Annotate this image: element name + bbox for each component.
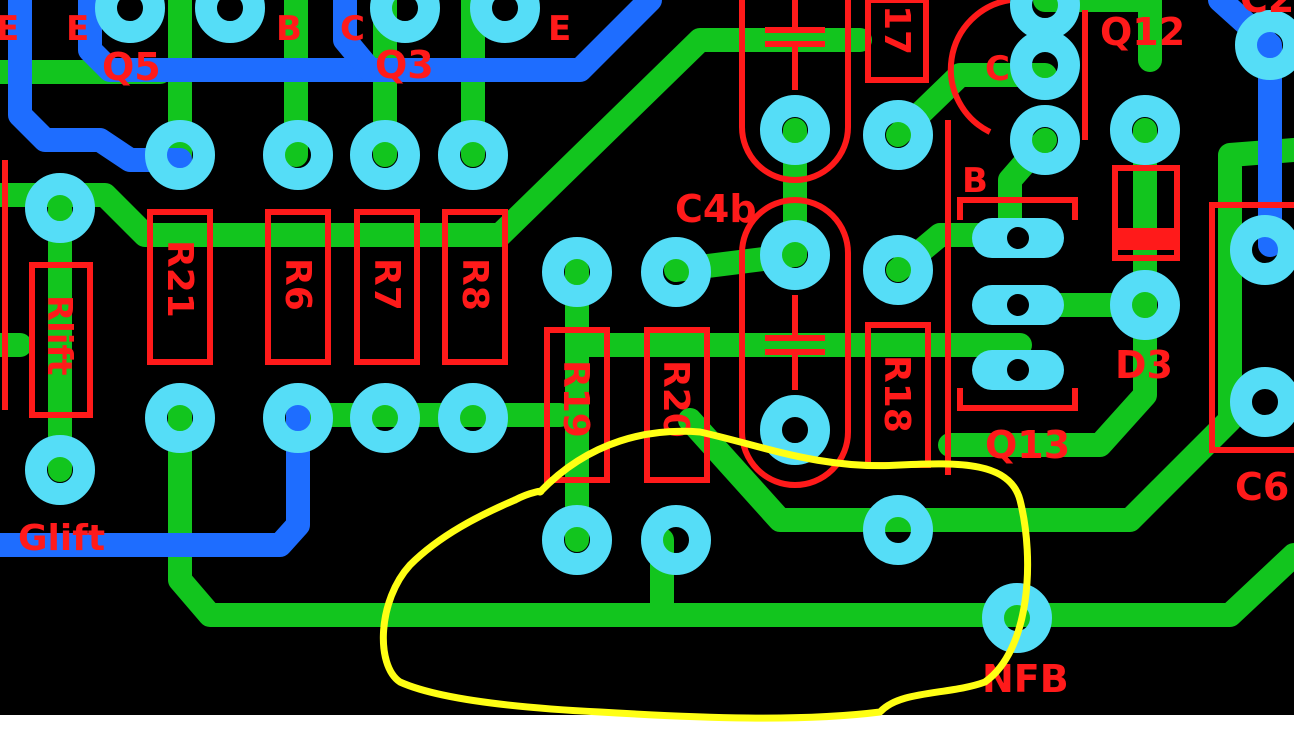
pad — [641, 505, 711, 575]
pad-hole — [1007, 227, 1029, 249]
trace — [938, 118, 1157, 457]
label-c4b: C4b — [675, 187, 757, 231]
label-r19: R19 — [555, 360, 596, 438]
label-pin-e2: E — [66, 9, 89, 49]
trace — [1208, 0, 1282, 257]
d3-outline — [1112, 165, 1180, 261]
c4a-outline — [739, 0, 851, 183]
label-r21: R21 — [159, 240, 200, 318]
r8-outline — [442, 209, 508, 365]
label-q3: Q3 — [375, 43, 434, 87]
label-r17: 17 — [876, 5, 917, 55]
c6-outline — [1209, 202, 1294, 453]
r20-outline — [644, 327, 710, 483]
pad — [542, 505, 612, 575]
annotation-stroke-tail — [511, 487, 545, 504]
label-r20: R20 — [655, 360, 696, 438]
pad — [1110, 95, 1180, 165]
pad — [25, 173, 95, 243]
r17-outline — [865, 0, 929, 83]
label-nfb: NFB — [982, 657, 1069, 701]
pad — [1230, 215, 1294, 285]
pad — [1010, 30, 1080, 100]
label-r8: R8 — [454, 258, 495, 311]
label-pin-b: B — [276, 9, 302, 49]
pads — [25, 0, 1294, 653]
r21-outline — [147, 209, 213, 365]
nfb-trace — [168, 403, 1294, 627]
pad — [542, 237, 612, 307]
label-r7: R7 — [366, 258, 407, 311]
pad — [438, 383, 508, 453]
trace — [333, 0, 382, 82]
pad — [438, 120, 508, 190]
pad — [863, 100, 933, 170]
d3-cathode-band — [1115, 228, 1177, 250]
label-c2: C2 — [1240, 0, 1294, 21]
label-q12: Q12 — [1100, 10, 1185, 54]
r7-outline — [354, 209, 420, 365]
pad — [350, 120, 420, 190]
pad — [25, 435, 95, 505]
label-pin-e1: E — [0, 9, 19, 49]
label-d3: D3 — [1115, 343, 1173, 387]
silkscreen-labels: Q5 Q3 Q12 Q13 C4b C6 D3 NFB Glift C2 E E… — [0, 0, 1294, 701]
pad — [370, 0, 440, 43]
pad — [1235, 10, 1294, 80]
pad — [470, 0, 540, 43]
pad — [145, 120, 215, 190]
pad — [863, 495, 933, 565]
pad — [195, 0, 265, 43]
annotation-stroke — [379, 427, 1032, 722]
label-r18: R18 — [876, 355, 917, 433]
label-c6: C6 — [1235, 465, 1289, 509]
pad — [1010, 105, 1080, 175]
trace — [78, 0, 662, 82]
pad — [863, 235, 933, 305]
silkscreen-outlines — [2, 0, 1294, 488]
pad — [641, 237, 711, 307]
pad — [350, 383, 420, 453]
q13-outline-top — [957, 197, 1078, 220]
rlift-outline — [29, 262, 93, 418]
pad-hole — [1007, 294, 1029, 316]
r6-outline — [265, 209, 331, 365]
top-copper-traces — [0, 0, 1282, 557]
c4b-outline — [739, 197, 851, 488]
label-r6: R6 — [277, 258, 318, 311]
trace — [678, 138, 1294, 532]
label-pin-e3: E — [548, 9, 571, 49]
q13-oval-pads — [972, 218, 1064, 390]
label-rlift: Rlift — [39, 295, 79, 376]
pad — [263, 383, 333, 453]
pad — [1110, 270, 1180, 340]
highlight-circle-annotation — [379, 427, 1032, 722]
bottom-copper-traces — [0, 0, 1294, 627]
trace — [0, 403, 310, 557]
label-q5: Q5 — [102, 45, 161, 89]
pad — [95, 0, 165, 43]
pad — [760, 220, 830, 290]
label-q13: Q13 — [985, 423, 1070, 467]
q13-outline-bottom — [957, 388, 1078, 411]
pad — [760, 95, 830, 165]
pad — [1230, 367, 1294, 437]
pad — [263, 120, 333, 190]
label-glift: Glift — [18, 518, 105, 559]
pad — [145, 383, 215, 453]
label-q12-c: C — [985, 49, 1010, 89]
r19-outline — [544, 327, 610, 483]
trace — [8, 0, 192, 172]
q12-outline — [947, 0, 1011, 135]
pad — [1010, 0, 1080, 40]
trace — [1033, 0, 1162, 72]
pad-hole — [1007, 359, 1029, 381]
label-pin-c: C — [340, 9, 365, 49]
label-q13-b: B — [962, 161, 988, 201]
